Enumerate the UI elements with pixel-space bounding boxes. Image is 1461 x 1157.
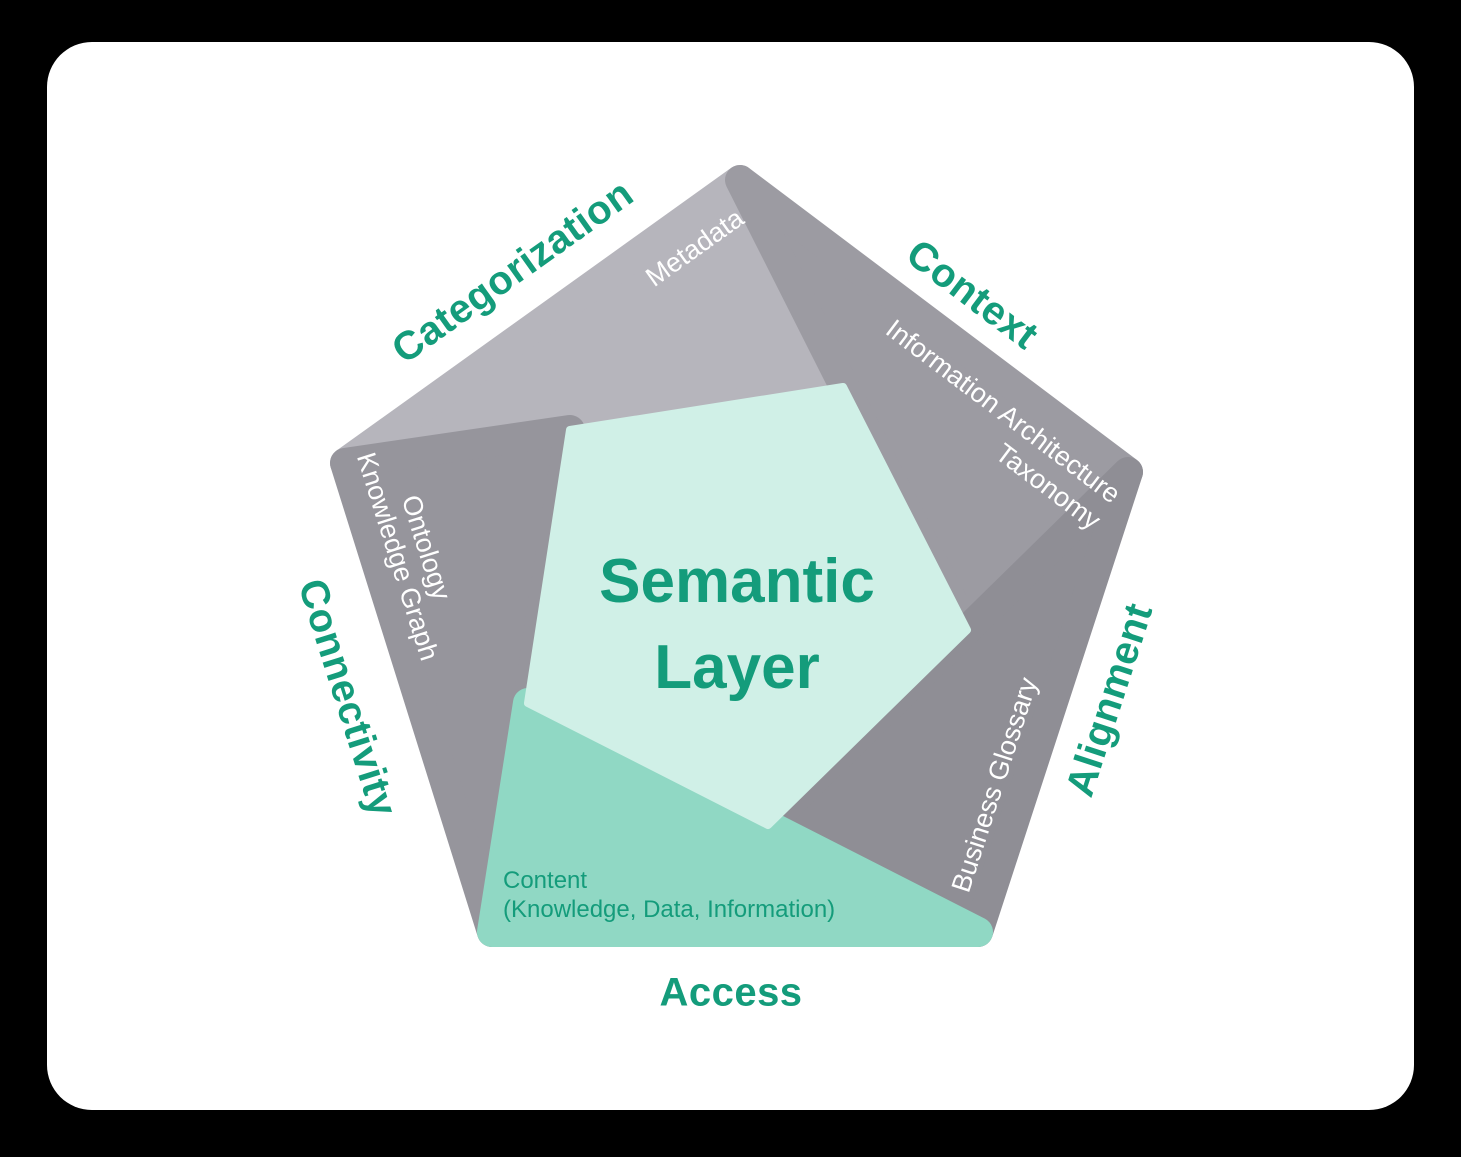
center-pentagon	[524, 383, 971, 829]
center-title: Semantic Layer	[599, 539, 875, 711]
facet-label-content-line2: (Knowledge, Data, Information)	[503, 896, 836, 923]
facet-label-content-line1: Content	[503, 867, 588, 894]
center-title-line1: Semantic	[599, 547, 875, 616]
center-title-line2: Layer	[654, 633, 820, 702]
dimension-label-access: Access	[659, 970, 803, 1015]
facet-label-content: Content (Knowledge, Data, Information)	[503, 866, 835, 924]
